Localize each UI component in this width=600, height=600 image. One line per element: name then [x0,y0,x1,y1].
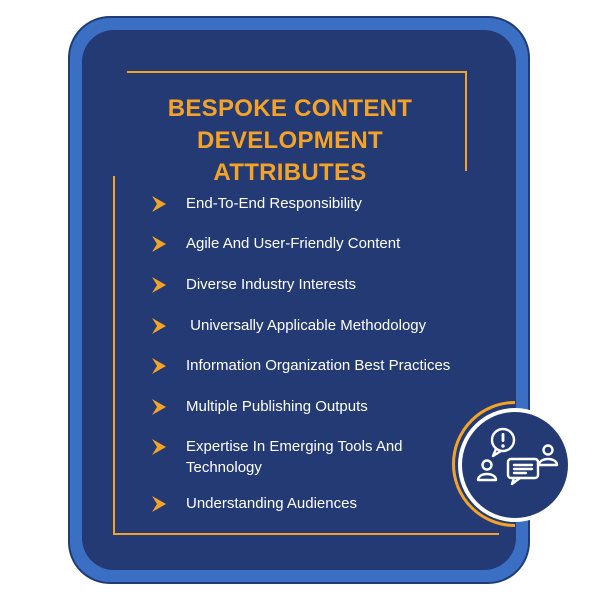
chevron-right-icon [152,196,166,212]
item-label: Understanding Audiences [186,495,357,512]
card-panel [82,30,516,570]
chevron-right-icon [152,399,166,415]
chevron-right-icon [152,358,166,374]
title-line-2: DEVELOPMENT ATTRIBUTES [197,127,383,186]
chevron-right-icon [152,439,166,455]
title-line-1: BESPOKE CONTENT [167,95,413,122]
item-label: Agile And User-Friendly Content [186,235,401,252]
card-title: BESPOKE CONTENT DEVELOPMENT ATTRIBUTES [125,93,455,189]
chevron-right-icon [152,318,166,334]
title-frame [127,71,467,171]
item-label: Universally Applicable Methodology [186,317,427,334]
chevron-right-icon [152,236,166,252]
item-label: Diverse Industry Interests [186,276,357,293]
item-label: Information Organization Best Practices [186,357,451,374]
item-label-line-2: Technology [186,459,262,476]
item-label: End-To-End Responsibility [186,195,362,212]
team-discussion-icon [476,427,559,486]
list-frame [113,176,499,535]
item-label: Multiple Publishing Outputs [186,398,368,415]
chevron-right-icon [152,496,166,512]
item-label-line-1: Expertise In Emerging Tools And [186,438,403,455]
chevron-right-icon [152,277,166,293]
